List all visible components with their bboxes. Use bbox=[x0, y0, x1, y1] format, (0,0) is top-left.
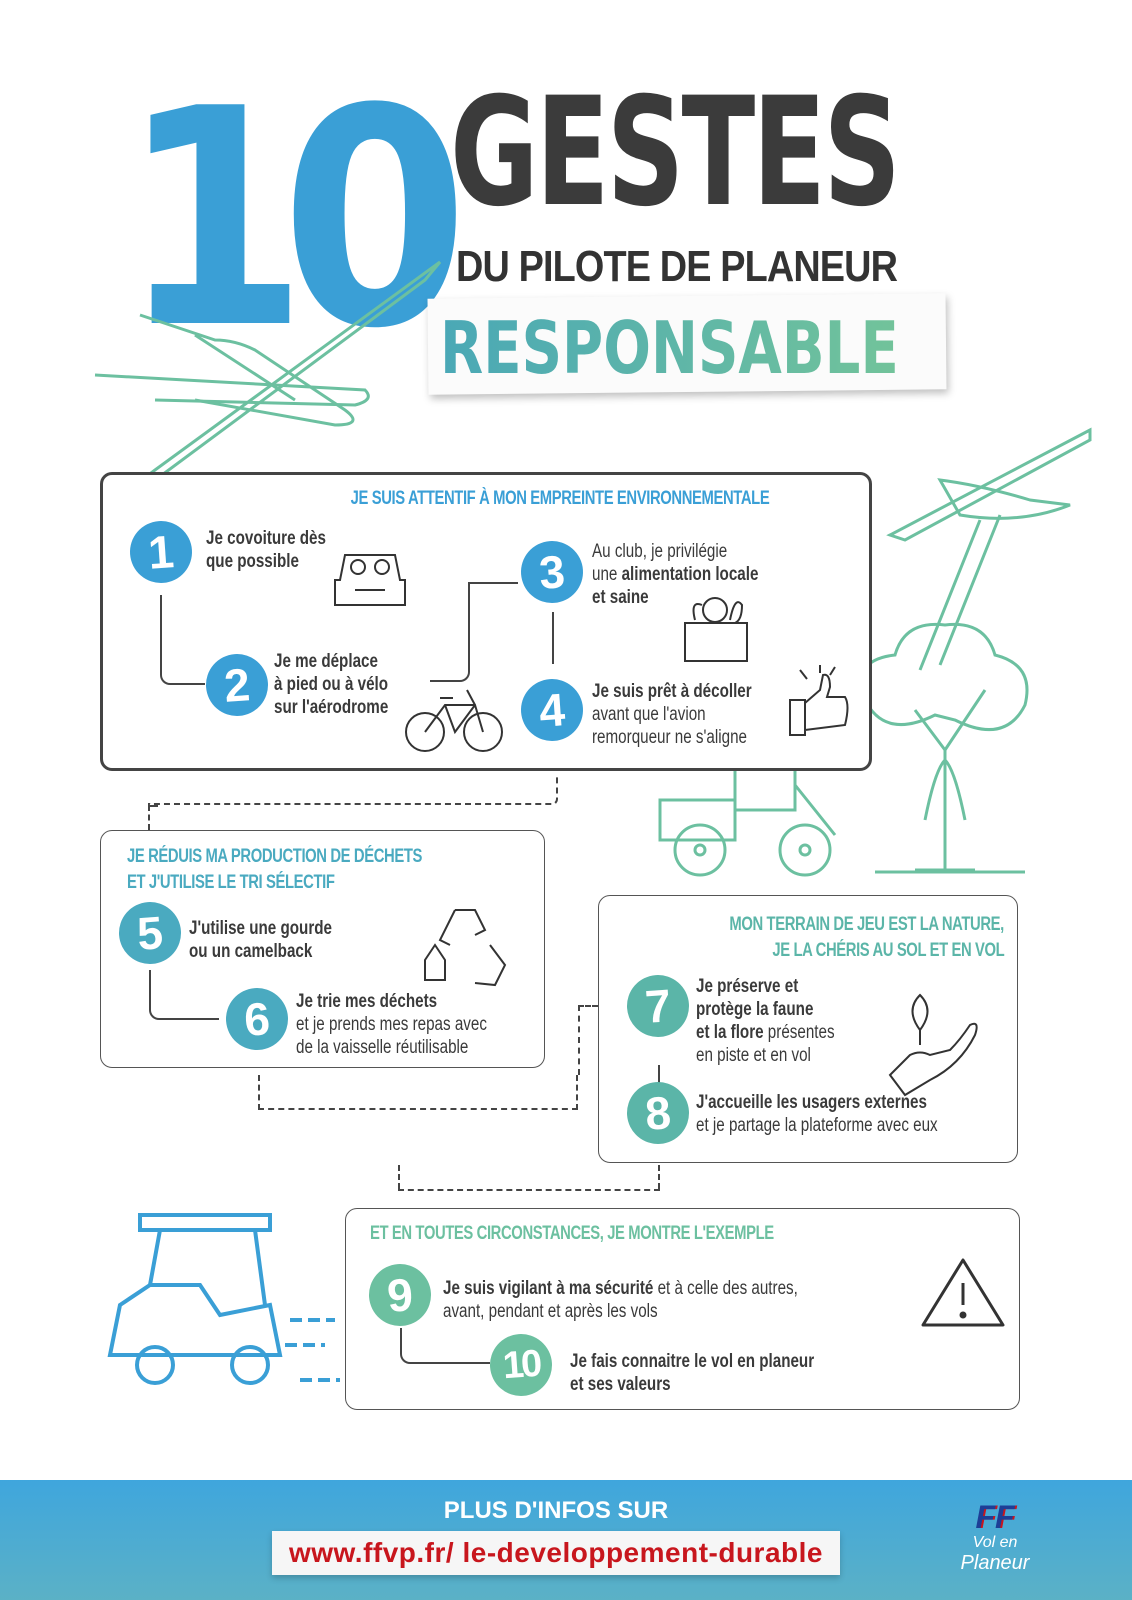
connector bbox=[160, 595, 205, 685]
dashed-connector bbox=[578, 1005, 598, 1075]
bicycle-icon bbox=[405, 689, 503, 752]
section-footprint bbox=[100, 472, 872, 771]
logo-line1: Vol en bbox=[972, 1534, 1018, 1551]
step-text-9: Je suis vigilant à ma sécurité et à cell… bbox=[443, 1278, 798, 1322]
section-heading: JE RÉDUIS MA PRODUCTION DE DÉCHETS bbox=[127, 846, 422, 867]
tractor-icon bbox=[658, 758, 837, 877]
glider-left-icon bbox=[94, 260, 442, 498]
food-basket-icon bbox=[684, 597, 748, 662]
connector bbox=[552, 612, 554, 664]
thumbs-up-icon bbox=[789, 665, 849, 736]
section-heading: ET J'UTILISE LE TRI SÉLECTIF bbox=[127, 872, 335, 893]
tow-plane-icon bbox=[886, 427, 1092, 671]
title-word: GESTES bbox=[450, 66, 901, 240]
logo-ff: FF bbox=[975, 1499, 1015, 1535]
section-heading: JE SUIS ATTENTIF À MON EMPREINTE ENVIRON… bbox=[350, 488, 770, 509]
connector bbox=[149, 970, 219, 1020]
golf-cart-icon bbox=[107, 1213, 340, 1385]
hand-leaf-icon bbox=[888, 993, 978, 1097]
dashed-connector bbox=[398, 1165, 660, 1189]
connector bbox=[430, 582, 470, 682]
section-heading: JE LA CHÉRIS AU SOL ET EN VOL bbox=[772, 940, 1004, 961]
recycle-icon bbox=[424, 909, 507, 987]
section-heading: MON TERRAIN DE JEU EST LA NATURE, bbox=[729, 914, 1005, 935]
tree-icon bbox=[859, 622, 1029, 874]
info-link[interactable]: www.ffvp.fr/ le-developpement-durable bbox=[289, 1537, 823, 1568]
dashed-connector bbox=[398, 1189, 660, 1191]
footer-label: PLUS D'INFOS SUR bbox=[443, 1497, 669, 1524]
logo-line2: Planeur bbox=[960, 1552, 1030, 1574]
dashed-connector bbox=[258, 1075, 578, 1110]
ffvp-logo: FF Vol en Planeur bbox=[955, 1500, 1035, 1595]
connector bbox=[658, 1065, 660, 1085]
title-number: 10 bbox=[120, 45, 469, 394]
connector bbox=[468, 582, 518, 584]
dashed-connector bbox=[148, 775, 558, 805]
warning-icon bbox=[921, 1258, 1005, 1327]
title-tag: RESPONSABLE bbox=[440, 306, 899, 390]
carpool-icon bbox=[334, 554, 406, 606]
title-subtitle: DU PILOTE DE PLANEUR bbox=[456, 242, 898, 291]
section-example bbox=[345, 1208, 1020, 1410]
section-heading: ET EN TOUTES CIRCONSTANCES, JE MONTRE L'… bbox=[370, 1223, 774, 1244]
dashed-connector bbox=[148, 805, 158, 830]
connector bbox=[400, 1328, 490, 1364]
url-box bbox=[272, 1531, 840, 1575]
